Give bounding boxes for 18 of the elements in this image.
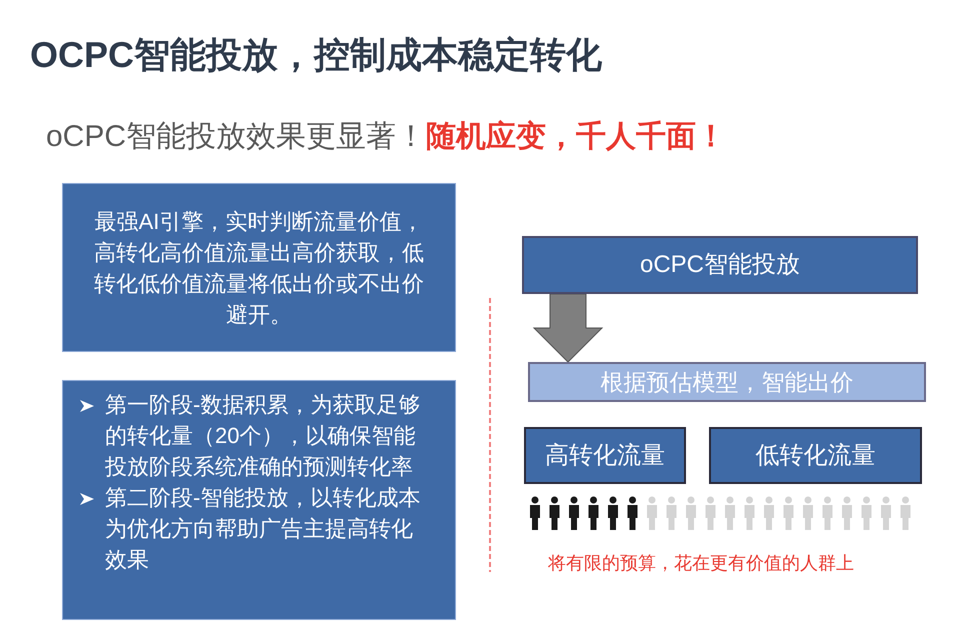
subtitle: oCPC智能投放效果更显著！ <box>46 119 426 155</box>
text-box <box>62 183 456 352</box>
box-text: 高转化流量 <box>545 440 665 470</box>
block-arrow <box>532 294 604 363</box>
box-text: 低转化流量 <box>756 440 876 470</box>
text-box <box>528 362 926 402</box>
bullet-text: 第二阶段-智能投放，以转化成本为优化方向帮助广告主提高转化效果 <box>105 484 422 574</box>
highlight-text: 随机应变，千人千面！ <box>426 119 726 155</box>
text-box <box>709 427 922 484</box>
note-text: 将有限的预算，花在更有价值的人群上 <box>548 552 854 575</box>
title: OCPC智能投放，控制成本稳定转化 <box>30 33 602 77</box>
box-text: oCPC智能投放 <box>640 250 800 280</box>
bullet-list-box <box>62 380 456 620</box>
text-box <box>522 236 918 294</box>
box-text: 最强AI引擎，实时判断流量价值，高转化高价值流量出高价获取，低转化低价值流量将低出价或不出价避开。 <box>93 208 425 328</box>
box-text: 根据预估模型，智能出价 <box>600 368 854 397</box>
text-box <box>524 427 686 484</box>
bullet-text: 第一阶段-数据积累，为获取足够的转化量（20个），以确保智能投放阶段系统准确的预测转化率 <box>105 391 422 481</box>
